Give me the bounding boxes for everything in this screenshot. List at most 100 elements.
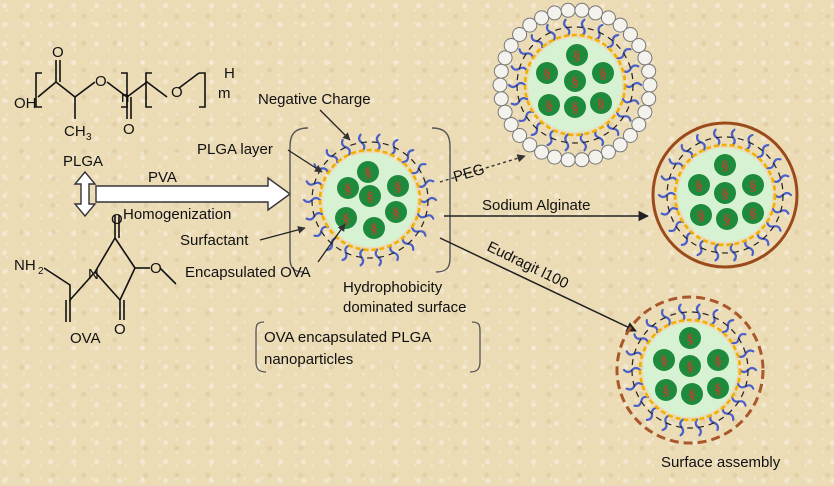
plga-index-n: n bbox=[121, 89, 129, 106]
peg-bead bbox=[600, 144, 616, 160]
surfactant-tail bbox=[518, 48, 534, 60]
ova-structure bbox=[43, 215, 177, 322]
ova-atom-sub2: 2 bbox=[38, 266, 44, 277]
surfactant-tail bbox=[580, 18, 586, 37]
surfactant-tail bbox=[668, 158, 684, 170]
surfactant-tail bbox=[633, 333, 649, 345]
ova-atom-o-top: O bbox=[111, 211, 123, 228]
plga-atoms: O O O H OH CH 3 n m O bbox=[14, 44, 235, 143]
surfactant-tail bbox=[736, 349, 755, 358]
peg-beads bbox=[492, 2, 658, 168]
alginate-coated-nanoparticle bbox=[651, 121, 799, 269]
peg-bead bbox=[522, 17, 538, 33]
peg-bead bbox=[512, 27, 528, 42]
peg-bead bbox=[560, 152, 576, 168]
plga-layer-pointer bbox=[287, 149, 323, 173]
drug-particle bbox=[690, 204, 712, 226]
negative-charge-label: Negative Charge bbox=[258, 91, 371, 108]
box-label-line2: nanoparticles bbox=[264, 351, 353, 368]
negative-charge-pointer bbox=[319, 109, 351, 141]
peg-bead bbox=[612, 137, 628, 153]
plga-atom-h: H bbox=[224, 65, 235, 82]
drug-particle bbox=[681, 383, 703, 405]
drug-particle bbox=[655, 379, 677, 401]
drug-particle bbox=[363, 217, 385, 239]
peg-bead bbox=[588, 5, 603, 21]
plga-nanoparticle bbox=[289, 127, 451, 273]
main-process-arrow bbox=[95, 176, 292, 212]
plga-atom-sub3: 3 bbox=[86, 132, 92, 143]
surfactant-tail bbox=[416, 179, 435, 188]
drug-particle bbox=[335, 207, 357, 229]
peg-bead bbox=[534, 144, 550, 160]
drug-particle bbox=[707, 377, 729, 399]
sodium-alginate-label: Sodium Alginate bbox=[482, 197, 590, 214]
peg-bead bbox=[600, 10, 616, 26]
peg-coated-nanoparticle bbox=[492, 2, 658, 168]
surfactant-tail bbox=[340, 138, 351, 156]
drug-particle bbox=[714, 154, 736, 176]
peg-bead bbox=[493, 91, 509, 107]
peg-bead bbox=[642, 77, 658, 93]
plga-index-m: m bbox=[218, 85, 231, 102]
plga-atom-o2: O bbox=[95, 73, 107, 90]
peg-bead bbox=[534, 10, 550, 26]
drug-particle bbox=[566, 44, 588, 66]
surfactant-pointer bbox=[259, 226, 306, 241]
surfactant-tail bbox=[606, 34, 620, 49]
peg-bead bbox=[622, 128, 638, 143]
ova-label: OVA bbox=[70, 330, 101, 347]
surfactant-tail bbox=[401, 149, 415, 164]
plga-atom-ch: CH bbox=[64, 123, 86, 140]
peg-bead bbox=[492, 77, 508, 93]
peg-bead bbox=[512, 128, 528, 143]
drug-particle bbox=[337, 177, 359, 199]
plga-atom-oh: OH bbox=[14, 95, 37, 112]
drug-particle bbox=[592, 62, 614, 84]
drug-particle bbox=[564, 70, 586, 92]
surfactant-tail bbox=[660, 308, 671, 326]
surfactant-tail bbox=[756, 144, 770, 159]
drug-particle bbox=[742, 202, 764, 224]
homogenization-label: Homogenization bbox=[123, 206, 231, 223]
peg-bead bbox=[641, 91, 657, 107]
peg-bead bbox=[503, 117, 519, 132]
plga-label: PLGA bbox=[63, 153, 103, 170]
drug-particle bbox=[707, 349, 729, 371]
drug-particle bbox=[564, 96, 586, 118]
surfactant-tail bbox=[695, 303, 701, 322]
drug-particle bbox=[536, 62, 558, 84]
drug-particle bbox=[385, 201, 407, 223]
hydrophobicity-label-line1: Hydrophobicity bbox=[343, 279, 443, 296]
peg-bead bbox=[560, 2, 576, 18]
peg-bead bbox=[637, 104, 653, 120]
peg-bead bbox=[547, 5, 562, 21]
drug-particle bbox=[653, 349, 675, 371]
encapsulated-ova-pointer bbox=[317, 223, 346, 263]
surfactant-tail bbox=[730, 128, 736, 147]
hydrophobicity-label-line2: dominated surface bbox=[343, 299, 466, 316]
surface-assembly-label: Surface assembly bbox=[661, 454, 781, 471]
encapsulated-ova-label: Encapsulated OVA bbox=[185, 264, 311, 281]
peg-bead bbox=[622, 27, 638, 42]
plga-structure bbox=[35, 60, 206, 119]
plga-atom-o4: O bbox=[123, 121, 135, 138]
eudragit-arrow bbox=[439, 237, 637, 332]
pva-label: PVA bbox=[148, 169, 177, 186]
peg-bead bbox=[522, 137, 538, 153]
drug-particle bbox=[359, 185, 381, 207]
surfactant-tail bbox=[695, 133, 706, 151]
ova-atom-o-bottom: O bbox=[114, 321, 126, 338]
surfactant-tail bbox=[721, 319, 735, 334]
ova-atoms: NH 2 N O O O bbox=[14, 211, 162, 338]
drug-particle bbox=[716, 208, 738, 230]
ova-atom-n: N bbox=[88, 266, 99, 283]
drug-particle bbox=[357, 161, 379, 183]
surfactant-tail bbox=[545, 23, 556, 41]
peg-bead bbox=[547, 149, 562, 165]
surfactant-tail bbox=[771, 174, 790, 183]
box-label-line1: OVA encapsulated PLGA bbox=[264, 329, 431, 346]
plga-layer-label: PLGA layer bbox=[197, 141, 273, 158]
drug-particle bbox=[590, 92, 612, 114]
drug-particle bbox=[538, 94, 560, 116]
